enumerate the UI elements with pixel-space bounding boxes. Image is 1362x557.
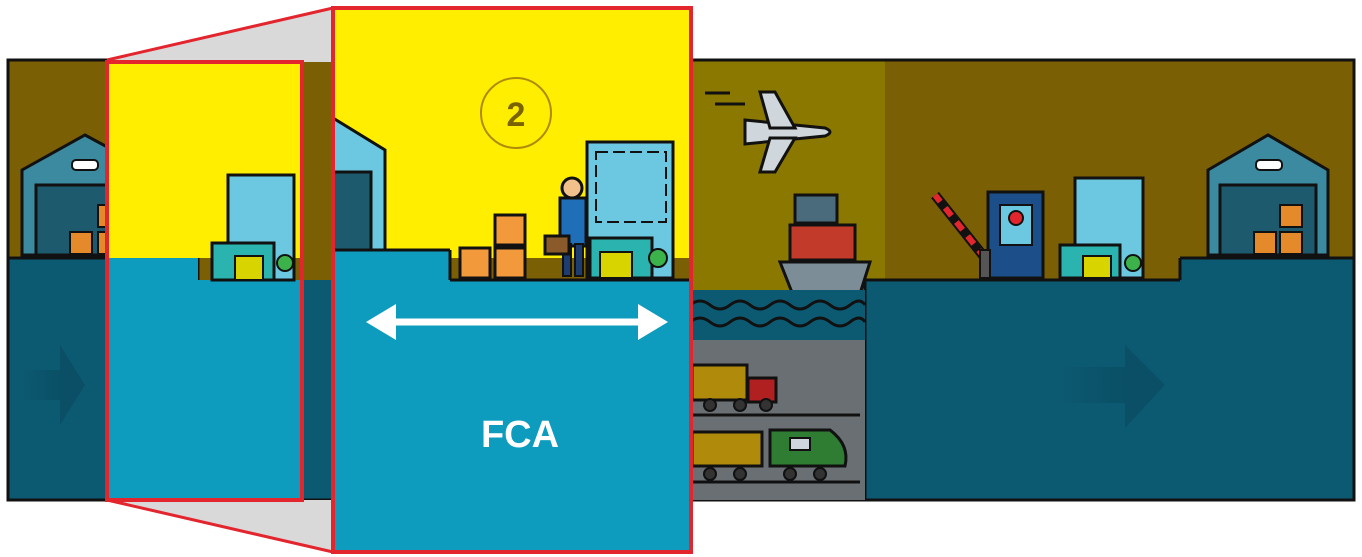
package-boxes-icon bbox=[458, 213, 527, 280]
step-number: 2 bbox=[507, 96, 526, 134]
flow-arrow-icon bbox=[20, 345, 85, 425]
office-building-icon bbox=[210, 173, 296, 282]
checkpoint-booth-icon bbox=[931, 190, 1045, 280]
highlight-frame-small bbox=[105, 60, 304, 502]
incoterm-label: FCA bbox=[481, 414, 559, 456]
highlight-frame-zoomed: 2 FCA bbox=[331, 6, 693, 554]
airplane-icon bbox=[705, 90, 832, 174]
step-badge: 2 bbox=[480, 77, 552, 149]
double-arrow-icon bbox=[366, 304, 668, 340]
businessman-icon bbox=[543, 176, 588, 277]
train-icon bbox=[690, 428, 848, 481]
zoom-connector bbox=[106, 6, 334, 554]
warehouse-icon bbox=[1206, 133, 1330, 257]
flow-arrow-icon bbox=[1055, 345, 1165, 428]
office-building-icon bbox=[1058, 176, 1145, 280]
office-building-icon bbox=[585, 140, 675, 280]
water-waves bbox=[689, 290, 867, 340]
